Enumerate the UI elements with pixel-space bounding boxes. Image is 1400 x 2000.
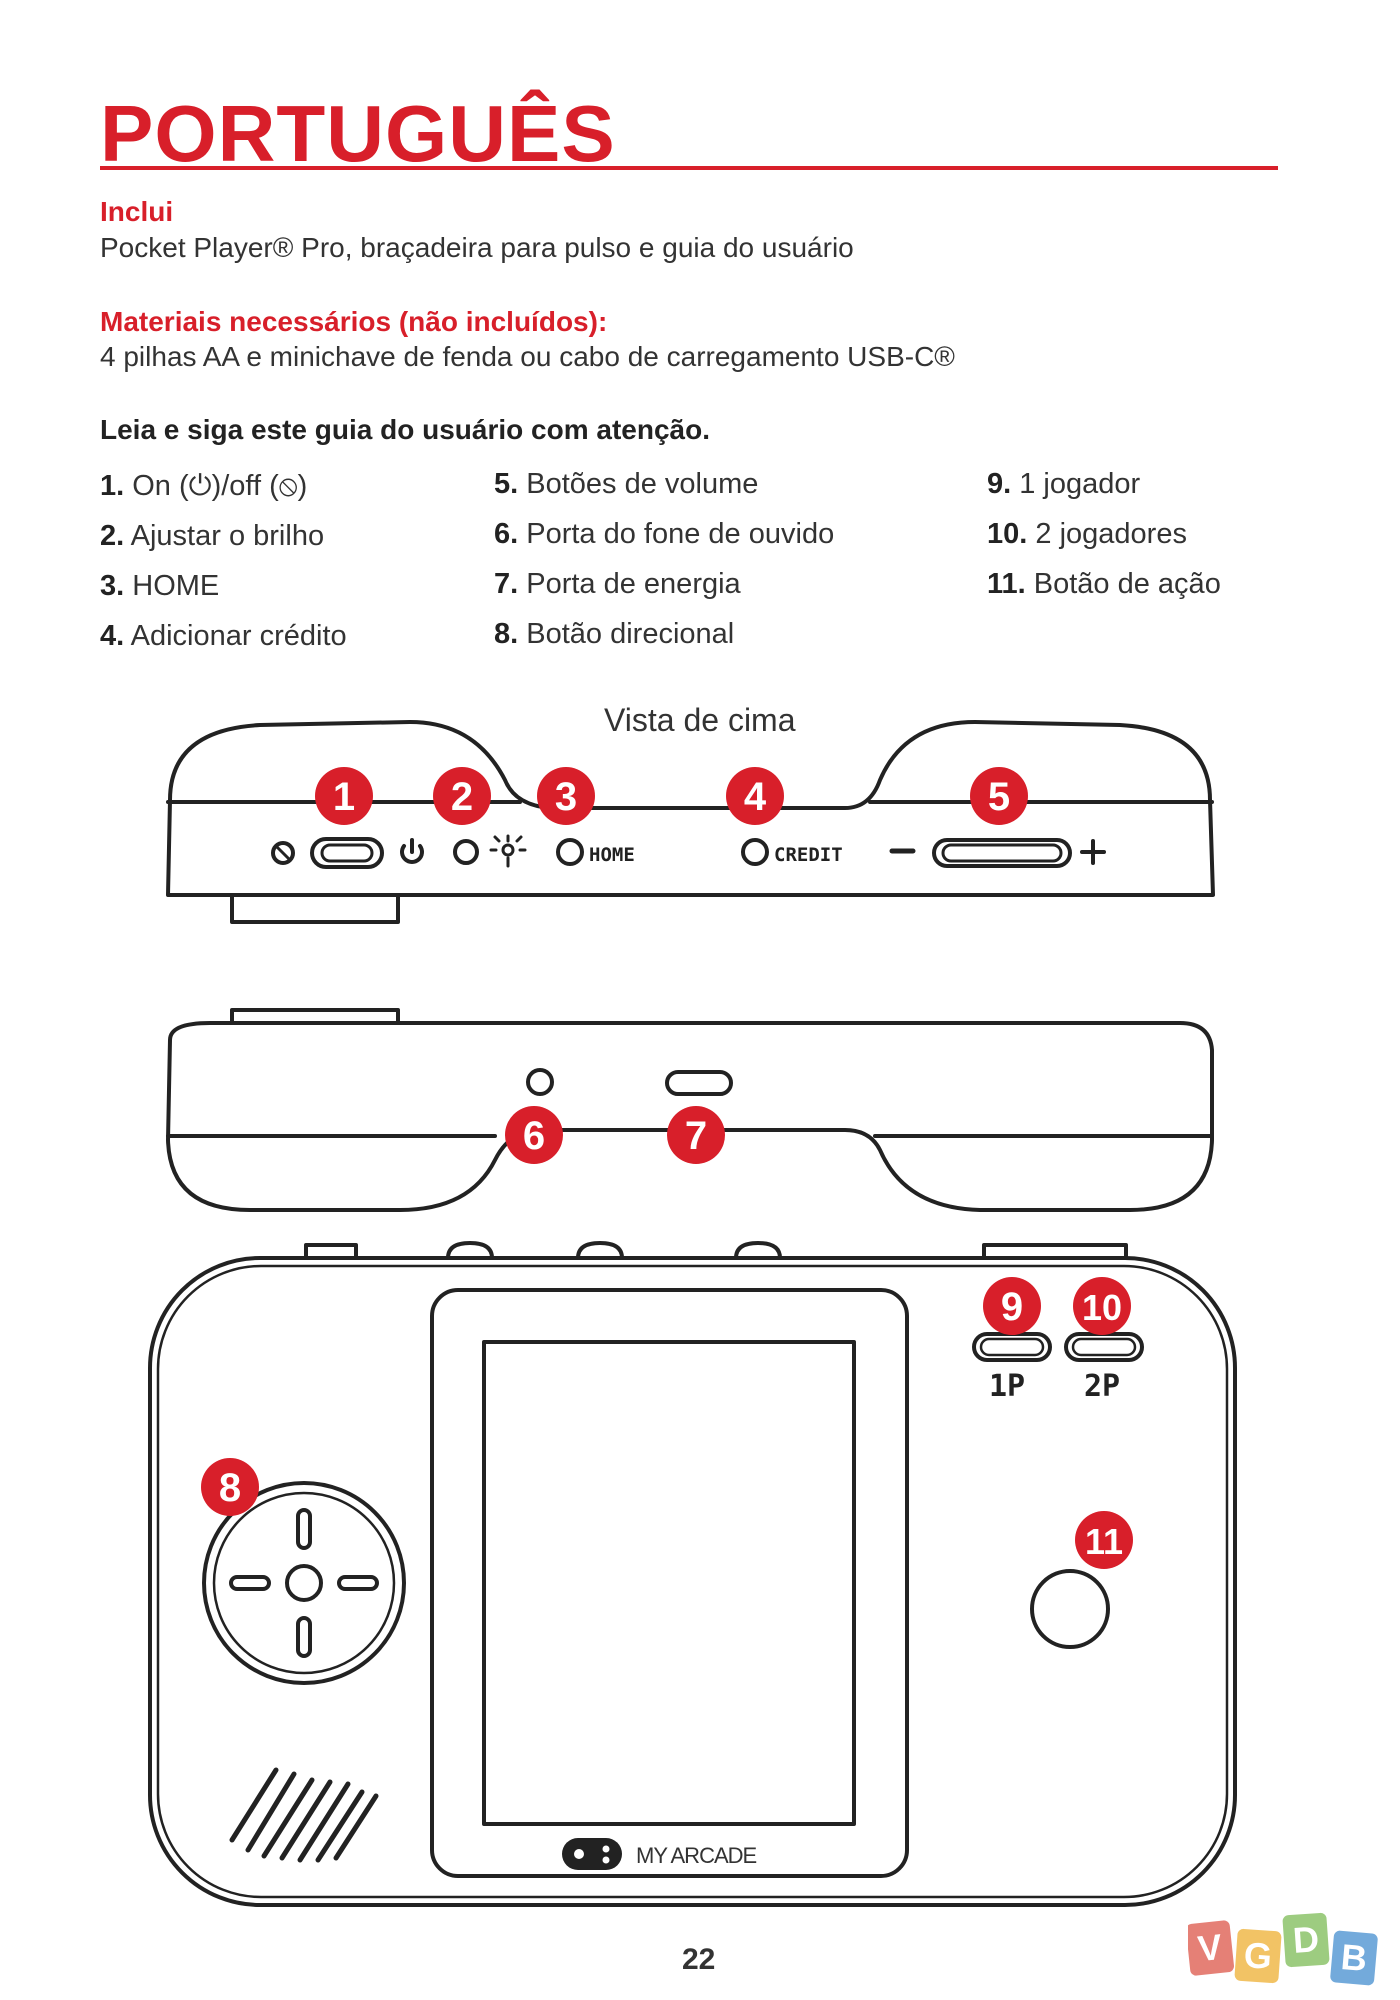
svg-text:6: 6 [523,1114,545,1158]
legend-item-6: 6. Porta do fone de ouvido [494,518,835,550]
brightness-button [453,839,479,865]
svg-text:D: D [1292,1918,1321,1961]
svg-text:5: 5 [988,775,1010,819]
callout-11: 11 [1075,1511,1133,1569]
off-symbol-icon [271,841,295,865]
callout-4: 4 [726,767,784,825]
legend-item-2: 2. Ajustar o brilho [100,520,325,552]
svg-text:V: V [1196,1926,1224,1969]
screen-bezel [430,1288,909,1878]
read-guide-note: Leia e siga este guia do usuário com ate… [100,414,710,445]
materials-heading: Materiais necessários (não incluídos): [100,306,608,337]
page-number: 22 [682,1943,716,1976]
top-view-label: Vista de cima [604,702,796,738]
svg-text:8: 8 [219,1466,241,1510]
svg-text:9: 9 [1001,1285,1023,1329]
callout-3: 3 [537,767,595,825]
legend-item-5: 5. Botões de volume [494,468,759,500]
callout-10: 10 [1073,1277,1131,1335]
legend-item-3: 3. HOME [100,570,220,602]
callout-8: 8 [201,1458,259,1516]
callout-7: 7 [667,1106,725,1164]
action-button [1030,1569,1110,1649]
volume-rocker [932,838,1072,868]
my-arcade-logo-icon [562,1838,622,1870]
callout-9: 9 [983,1277,1041,1335]
materials-text: 4 pilhas AA e minichave de fenda ou cabo… [100,341,955,372]
directional-pad [202,1481,406,1685]
svg-text:B: B [1339,1936,1368,1979]
svg-text:G: G [1243,1934,1274,1977]
legend-item-10: 10. 2 jogadores [987,518,1187,550]
svg-text:10: 10 [1082,1287,1122,1328]
svg-text:3: 3 [555,775,577,819]
front-view-device [148,1241,1237,1907]
legend-column-1: 1. On (⏻)/off (⦸) 2. Ajustar o brilho 3.… [100,470,347,670]
callout-6: 6 [505,1106,563,1164]
screen [482,1340,856,1826]
legend-column-3: 9. 1 jogador 10. 2 jogadores 11. Botão d… [987,468,1221,618]
home-button [556,838,584,866]
svg-text:7: 7 [685,1114,707,1158]
legend-item-4: 4. Adicionar crédito [100,620,347,652]
brightness-icon [489,834,527,868]
vgdb-watermark-logo: V G D B [1188,1912,1378,1986]
bottom-view-device [166,1008,1214,1212]
page-title: PORTUGUÊS [100,89,616,178]
includes-text: Pocket Player® Pro, braçadeira para puls… [100,232,854,263]
two-player-label: 2P [1084,1369,1120,1404]
legend-item-11: 11. Botão de ação [987,568,1221,600]
svg-text:1: 1 [333,775,355,819]
callout-2: 2 [433,767,491,825]
title-underline [100,166,1278,170]
callout-5: 5 [970,767,1028,825]
callout-1: 1 [315,767,373,825]
svg-text:4: 4 [744,775,767,819]
includes-heading: Inclui [100,196,174,227]
legend-item-1: 1. On (⏻)/off (⦸) [100,470,308,502]
power-on-icon [400,844,424,864]
headphone-port [526,1068,554,1096]
legend-item-8: 8. Botão direcional [494,618,735,650]
brand-label: MY ARCADE [636,1843,757,1868]
power-switch [310,837,384,869]
volume-plus-icon [1080,839,1106,865]
svg-text:2: 2 [451,775,473,819]
credit-label: CREDIT [774,844,843,866]
legend-column-2: 5. Botões de volume 6. Porta do fone de … [494,468,834,668]
speaker-grille [229,1767,379,1863]
power-port [665,1070,733,1096]
top-view-device [166,720,1215,924]
one-player-label: 1P [989,1369,1025,1404]
credit-button [741,838,769,866]
legend-item-9: 9. 1 jogador [987,468,1141,500]
home-label: HOME [589,844,635,866]
svg-text:11: 11 [1085,1521,1123,1562]
legend-item-7: 7. Porta de energia [494,568,741,600]
